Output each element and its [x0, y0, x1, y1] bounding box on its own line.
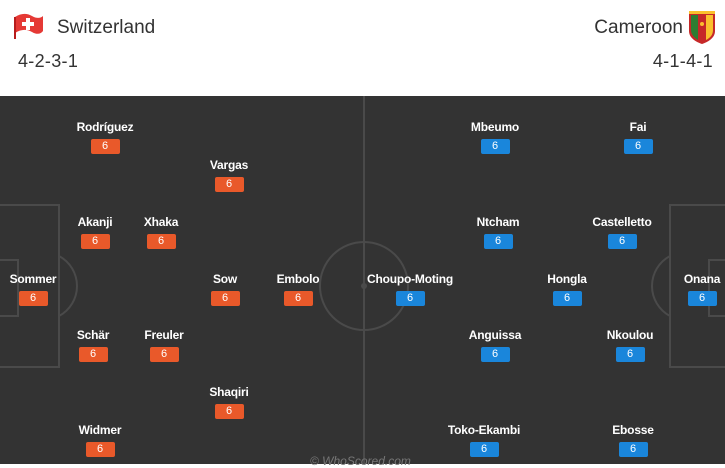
away-player[interactable]: Castelletto 6	[567, 215, 677, 249]
home-player[interactable]: Rodríguez 6	[50, 120, 160, 154]
away-player[interactable]: Hongla 6	[512, 272, 622, 306]
home-player[interactable]: Freuler 6	[109, 328, 219, 362]
pitch-markings	[0, 96, 725, 464]
player-rating: 6	[395, 291, 425, 306]
player-name: Fai	[629, 120, 647, 134]
away-player[interactable]: Onana 6	[647, 272, 725, 306]
player-rating: 6	[607, 234, 637, 249]
player-rating: 6	[18, 291, 48, 306]
player-name: Nkoulou	[606, 328, 654, 342]
watermark: © WhoScored.com	[310, 454, 411, 468]
player-name: Hongla	[547, 272, 587, 286]
player-name: Akanji	[77, 215, 113, 229]
away-player[interactable]: Nkoulou 6	[575, 328, 685, 362]
player-name: Onana	[683, 272, 721, 286]
player-rating: 6	[618, 442, 648, 457]
home-player[interactable]: Embolo 6	[243, 272, 353, 306]
home-player[interactable]: Vargas 6	[174, 158, 284, 192]
player-name: Rodríguez	[76, 120, 134, 134]
player-name: Mbeumo	[470, 120, 520, 134]
away-player[interactable]: Toko-Ekambi 6	[429, 423, 539, 457]
player-name: Shaqiri	[209, 385, 249, 399]
player-name: Xhaka	[143, 215, 179, 229]
player-name: Sow	[212, 272, 238, 286]
player-rating: 6	[80, 234, 110, 249]
player-rating: 6	[210, 291, 240, 306]
player-rating: 6	[78, 347, 108, 362]
home-formation: 4-2-3-1	[18, 51, 79, 71]
player-name: Widmer	[78, 423, 122, 437]
away-player[interactable]: Ebosse 6	[578, 423, 688, 457]
player-name: Choupo-Moting	[366, 272, 454, 286]
player-rating: 6	[214, 404, 244, 419]
player-rating: 6	[615, 347, 645, 362]
player-rating: 6	[85, 442, 115, 457]
player-name: Schär	[76, 328, 110, 342]
cameroon-flag-icon	[689, 11, 715, 44]
home-player[interactable]: Xhaka 6	[106, 215, 216, 249]
player-name: Embolo	[276, 272, 320, 286]
player-rating: 6	[480, 347, 510, 362]
player-rating: 6	[623, 139, 653, 154]
home-player[interactable]: Widmer 6	[45, 423, 155, 457]
player-name: Ntcham	[476, 215, 520, 229]
away-team-name[interactable]: Cameroon	[594, 17, 683, 38]
away-player[interactable]: Mbeumo 6	[440, 120, 550, 154]
home-player[interactable]: Sow 6	[170, 272, 280, 306]
player-rating: 6	[480, 139, 510, 154]
player-rating: 6	[552, 291, 582, 306]
player-rating: 6	[146, 234, 176, 249]
switzerland-flag-icon	[14, 13, 43, 39]
player-name: Castelletto	[592, 215, 652, 229]
home-player[interactable]: Schär 6	[38, 328, 148, 362]
player-name: Ebosse	[612, 423, 654, 437]
player-rating: 6	[149, 347, 179, 362]
player-rating: 6	[469, 442, 499, 457]
player-name: Vargas	[209, 158, 249, 172]
player-rating: 6	[483, 234, 513, 249]
away-player[interactable]: Choupo-Moting 6	[355, 272, 465, 306]
away-formation: 4-1-4-1	[652, 51, 713, 71]
player-rating: 6	[283, 291, 313, 306]
away-player[interactable]: Anguissa 6	[440, 328, 550, 362]
player-name: Sommer	[9, 272, 57, 286]
player-rating: 6	[90, 139, 120, 154]
player-name: Freuler	[144, 328, 184, 342]
home-player[interactable]: Akanji 6	[40, 215, 150, 249]
away-player[interactable]: Fai 6	[583, 120, 693, 154]
player-name: Toko-Ekambi	[447, 423, 521, 437]
home-team-name[interactable]: Switzerland	[57, 17, 156, 38]
home-player[interactable]: Shaqiri 6	[174, 385, 284, 419]
pitch: Rodríguez 6 Vargas 6 Akanji 6 Xhaka 6 Sommer…	[0, 96, 725, 464]
away-player[interactable]: Ntcham 6	[443, 215, 553, 249]
home-player[interactable]: Sommer 6	[0, 272, 88, 306]
player-name: Anguissa	[468, 328, 522, 342]
match-header: Switzerland 4-2-3-1 Cameroon 4-1-4-1	[0, 0, 725, 96]
player-rating: 6	[214, 177, 244, 192]
player-rating: 6	[687, 291, 717, 306]
